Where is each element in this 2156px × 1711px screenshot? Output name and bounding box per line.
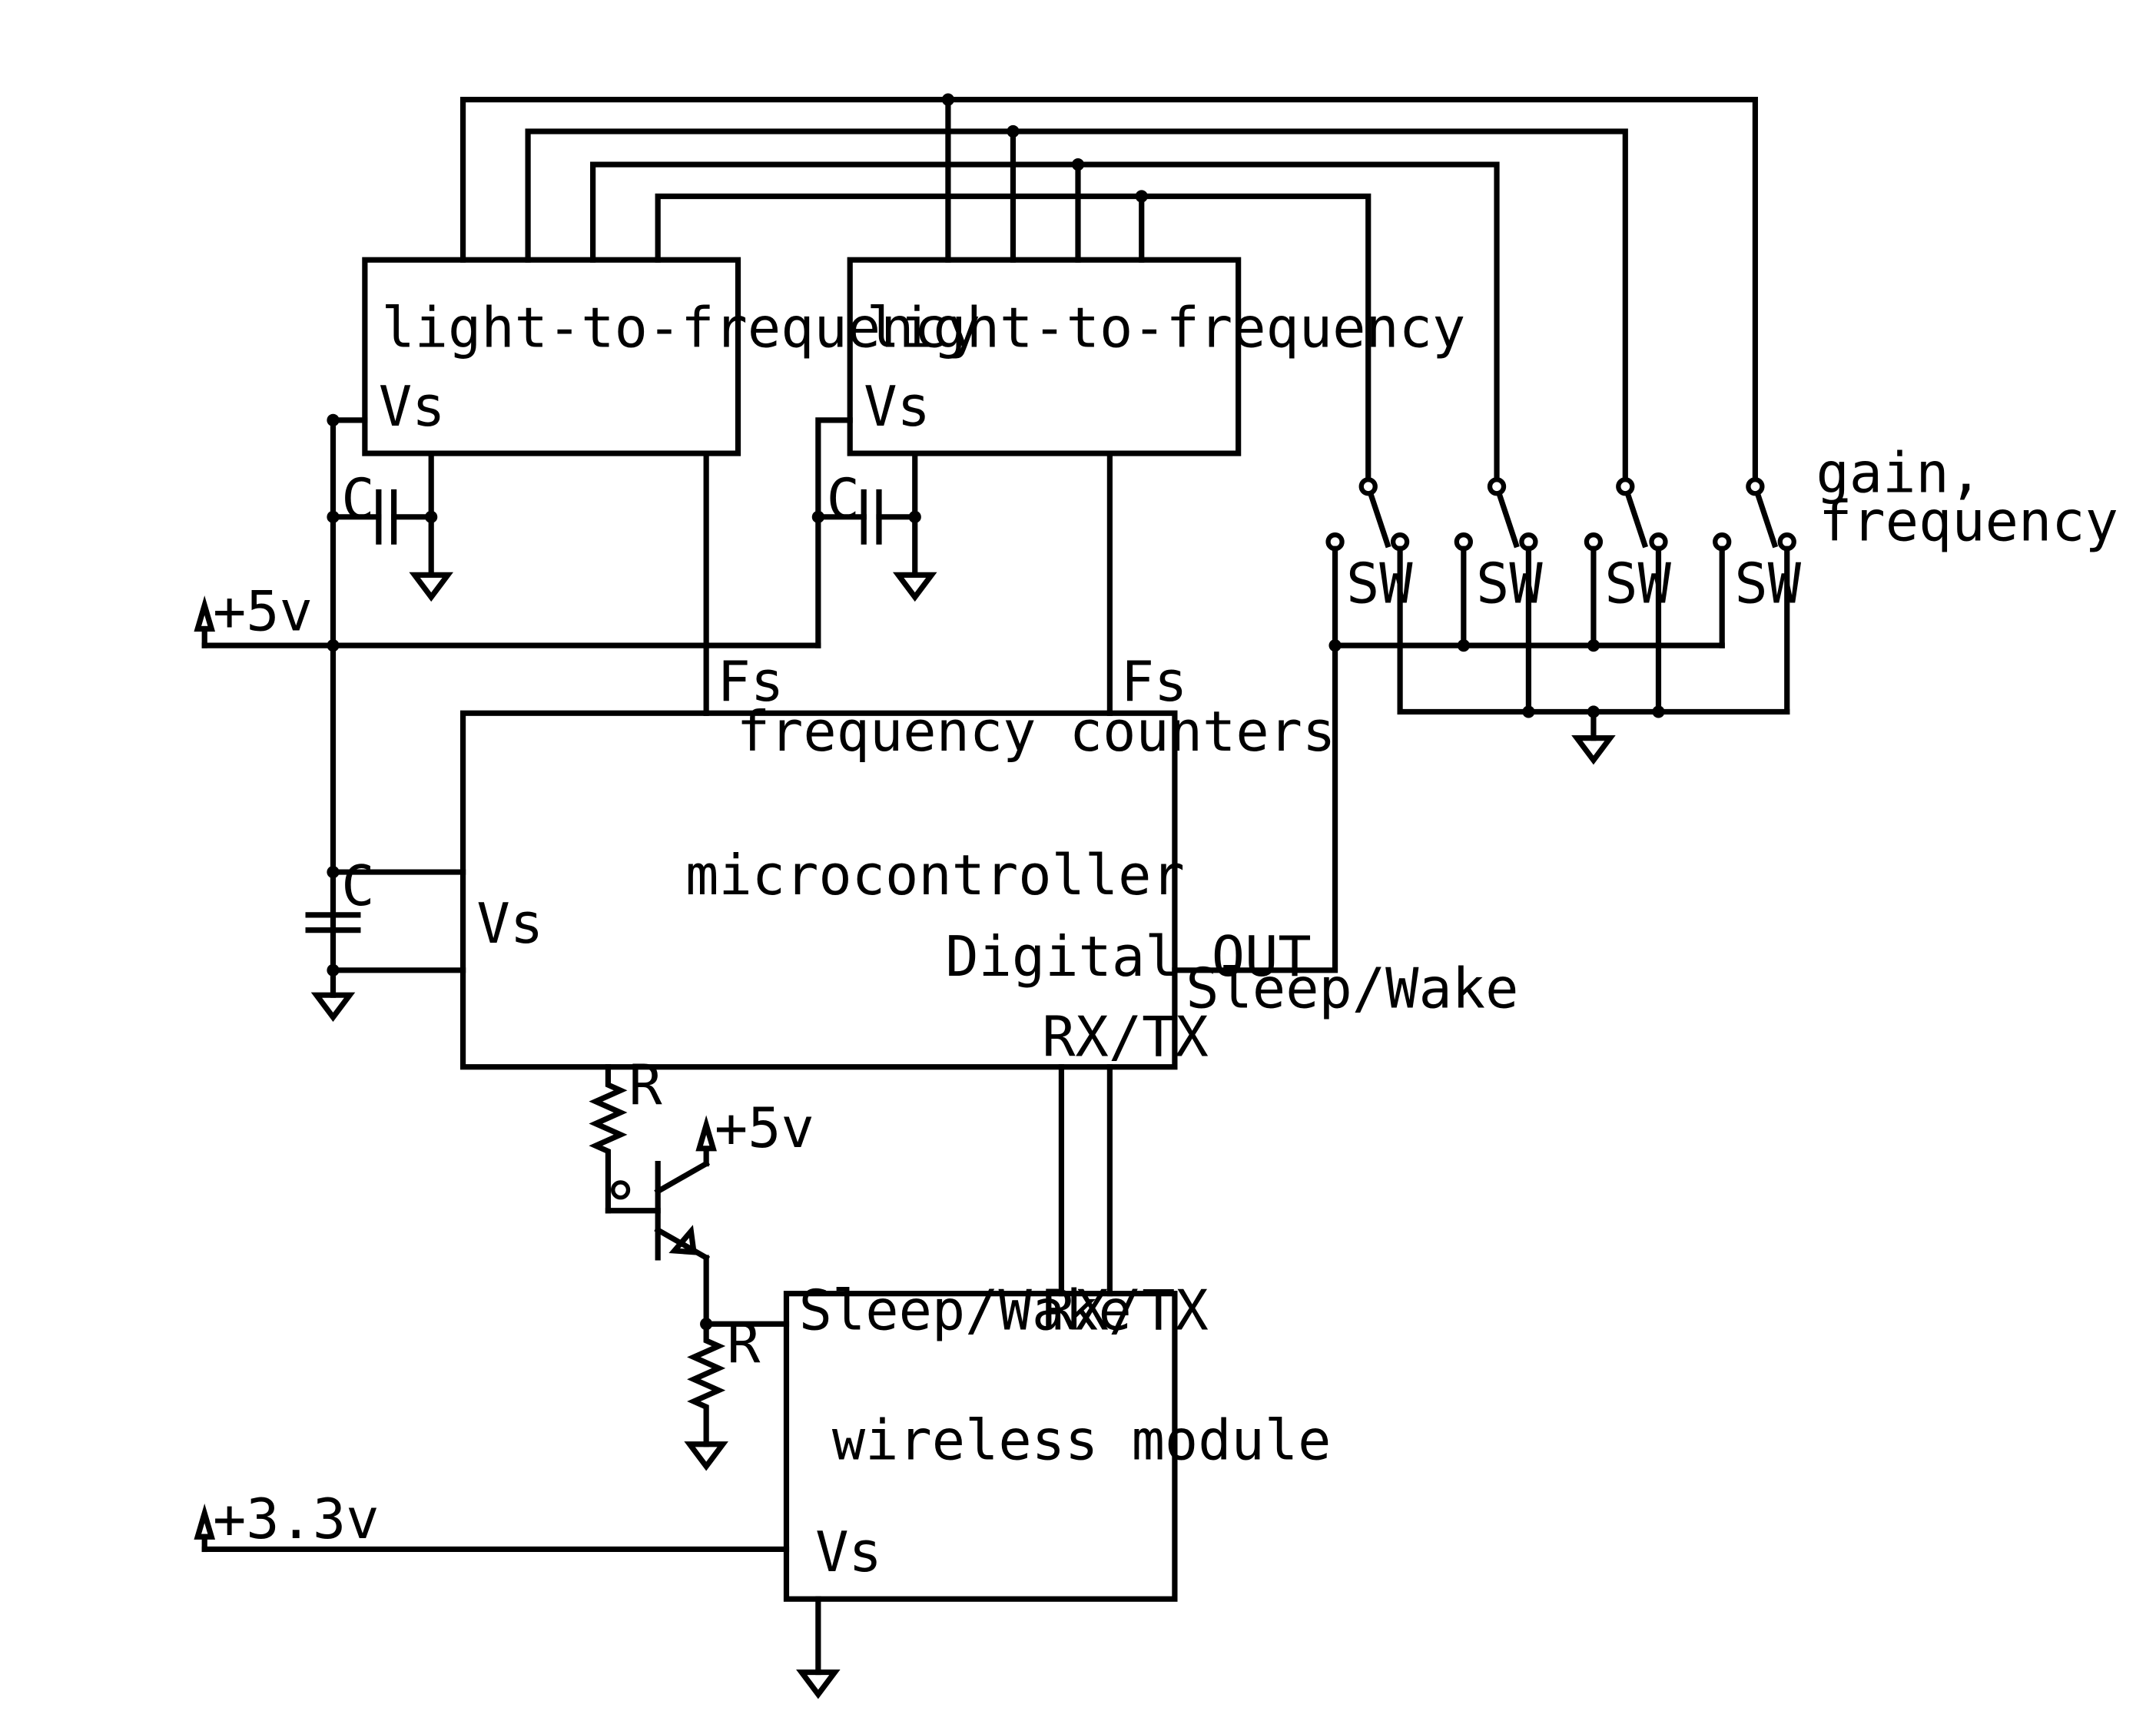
ltf-2-title: light-to-frequency (867, 296, 1466, 360)
ltf-1-vs-label: Vs (379, 374, 446, 439)
base-marker-icon (611, 1180, 631, 1200)
resistor-1-label: R (629, 1053, 662, 1117)
ltf-2-vs-label: Vs (864, 374, 930, 439)
wireless-sleep-wake-label: Sleep/Wake (799, 1278, 1132, 1342)
sleep-wake-label: Sleep/Wake (1186, 956, 1518, 1020)
resistor-1: R (589, 1053, 662, 1214)
mcu-title: microcontroller (685, 843, 1185, 907)
switch-4: SW (1713, 477, 1802, 615)
ltf-1-title: light-to-frequency (381, 296, 980, 360)
switch-note-line-2: frequency scaling (1819, 489, 2156, 553)
switch-note-line-1: gain, (1816, 440, 1983, 505)
capacitor-3-label: C (341, 854, 374, 918)
microcontroller-block: frequency counters microcontroller Vs Di… (459, 699, 1336, 1070)
capacitor-2: C (815, 450, 937, 602)
capacitor-3: C (305, 854, 375, 1022)
switch-bus-wires (459, 93, 1758, 482)
switch-4-label: SW (1734, 551, 1801, 615)
ground-icon (1571, 735, 1616, 765)
rxtx-wires (1058, 1064, 1113, 1297)
mcu-counters-label: frequency counters (737, 699, 1336, 764)
supply-5v-label: +5v (213, 579, 313, 643)
switch-array: SW SW SW SW (1325, 440, 2156, 765)
switch-3-label: SW (1604, 551, 1671, 615)
wireless-rxtx-label: RX/TX (1042, 1278, 1209, 1342)
ground-icon (409, 572, 453, 602)
resistor-2-label: R (727, 1311, 761, 1376)
power-5v-network: +5v (194, 413, 853, 977)
ground-icon (892, 572, 937, 602)
capacitor-1-label: C (341, 467, 374, 532)
mcu-rxtx-label: RX/TX (1042, 1004, 1209, 1069)
supply-3v3-label: +3.3v (213, 1487, 380, 1551)
plus-5v-supply-icon (695, 1115, 717, 1152)
transistor: +5v (605, 1096, 814, 1327)
ground-icon (796, 1669, 841, 1699)
fs-label-2: Fs (1121, 649, 1188, 714)
switch-2-label: SW (1476, 551, 1543, 615)
ground-icon (684, 1441, 728, 1471)
wireless-module-block: Sleep/Wake RX/TX wireless module Vs (783, 1278, 1332, 1602)
ltf-block-1: light-to-frequency Vs (362, 257, 980, 456)
power-3v3-network: +3.3v (194, 1487, 841, 1699)
ltf-block-2: light-to-frequency Vs (847, 257, 1466, 456)
mcu-vs-label: Vs (477, 891, 544, 956)
resistor-2-and-sleep-input: R (684, 1311, 790, 1471)
sleep-wake-wire: Sleep/Wake (1172, 642, 1518, 1020)
switch-2: SW (1454, 477, 1543, 615)
switch-1-label: SW (1346, 551, 1413, 615)
fs-signal-wires: Fs Fs (703, 450, 1188, 716)
ground-icon (310, 992, 356, 1022)
capacitor-2-label: C (827, 467, 860, 532)
fs-label-1: Fs (718, 649, 784, 714)
mcu-digital-out-label: Digital OUT (945, 924, 1311, 989)
transistor-supply-label: +5v (715, 1096, 814, 1160)
capacitor-1: C (330, 450, 453, 602)
wireless-vs-label: Vs (815, 1520, 882, 1584)
wireless-title: wireless module (832, 1408, 1332, 1473)
